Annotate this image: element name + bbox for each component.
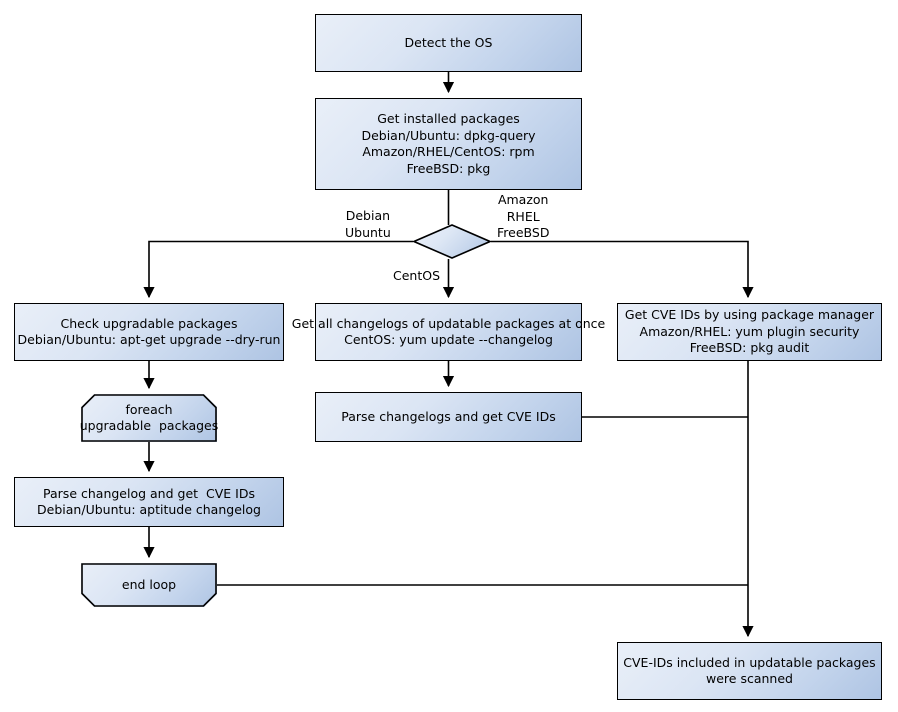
edge-label-centos: CentOS [393, 268, 441, 283]
node-foreach-loop-start[interactable]: foreach upgradable packages [79, 394, 219, 442]
diamond-outline [413, 224, 491, 259]
node-check-upgradable-packages[interactable]: Check upgradable packages Debian/Ubuntu:… [14, 303, 284, 361]
node-get-all-changelogs[interactable]: Get all changelogs of updatable packages… [292, 303, 605, 361]
node-os-decision[interactable] [413, 224, 491, 259]
node-label: Parse changelogs and get CVE IDs [341, 408, 556, 424]
node-parse-changelog-get-cve-ids[interactable]: Parse changelog and get CVE IDs Debian/U… [14, 477, 284, 527]
loop-start-outline [81, 394, 217, 442]
node-label: Detect the OS [404, 34, 493, 50]
loop-end-outline [81, 563, 217, 607]
node-label: Parse changelog and get CVE IDs Debian/U… [37, 485, 261, 518]
node-end-loop[interactable]: end loop [81, 563, 217, 607]
edge-decision-to-package-manager [491, 240, 754, 299]
node-label: Get installed packages Debian/Ubuntu: dp… [361, 111, 536, 176]
loop-start-shape [81, 394, 217, 442]
node-get-cve-ids-package-manager[interactable]: Get CVE IDs by using package manager Ama… [617, 303, 882, 361]
node-label: Get CVE IDs by using package manager Ama… [624, 307, 875, 356]
node-label: end loop [121, 576, 177, 592]
node-label: Check upgradable packages Debian/Ubuntu:… [17, 315, 281, 348]
node-parse-changelogs-get-cve-ids[interactable]: Parse changelogs and get CVE IDs [315, 392, 582, 442]
node-cve-ids-scanned[interactable]: CVE-IDs included in updatable packages w… [617, 642, 882, 700]
edge-label-amazon-rhel-freebsd: Amazon RHEL FreeBSD [497, 192, 550, 240]
edge-label-debian-ubuntu: Debian Ubuntu [345, 208, 391, 240]
node-detect-os[interactable]: Detect the OS [315, 14, 582, 72]
node-label: Get all changelogs of updatable packages… [291, 315, 606, 348]
node-get-installed-packages[interactable]: Get installed packages Debian/Ubuntu: dp… [315, 98, 582, 190]
node-label: foreach upgradable packages [79, 401, 219, 434]
node-label: CVE-IDs included in updatable packages w… [623, 654, 876, 687]
edge-decision-to-check-upgradable [143, 240, 413, 299]
loop-end-shape [81, 563, 217, 607]
